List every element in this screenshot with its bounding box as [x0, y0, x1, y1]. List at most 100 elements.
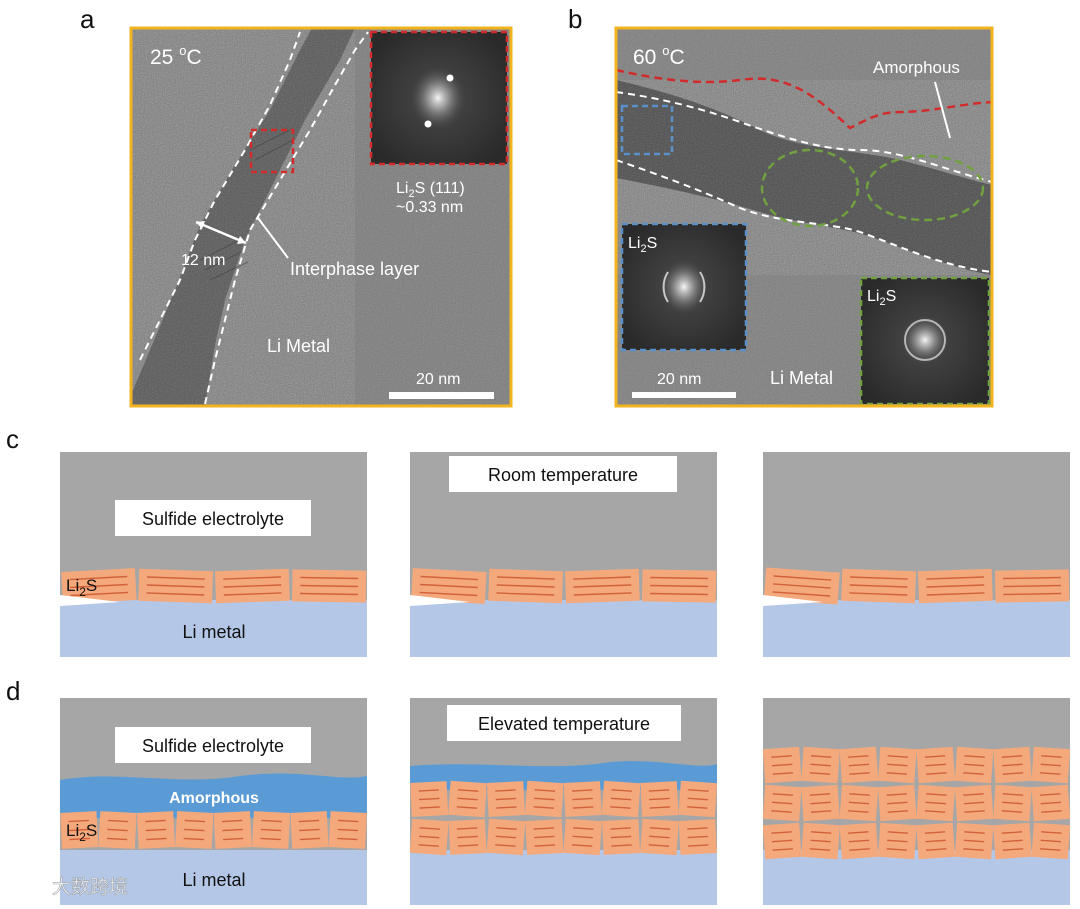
- void-gap: [410, 595, 470, 606]
- li2s-grain: [1031, 822, 1071, 860]
- panel-letter-c: c: [6, 424, 19, 454]
- fft-spacing-a: ~0.33 nm: [396, 199, 463, 216]
- li2s-grain: [409, 818, 449, 856]
- li2s-grain: [175, 811, 214, 849]
- li2s-grain: [251, 811, 291, 849]
- fft-region-box-blue: [620, 104, 674, 156]
- electrolyte-label-d: Sulfide electrolyte: [142, 736, 284, 756]
- li2s-grain: [214, 568, 290, 604]
- li2s-grain: [640, 818, 679, 856]
- li2s-grain: [993, 822, 1032, 860]
- condition-label-c: Room temperature: [488, 465, 638, 485]
- condition-label-box-d: [447, 705, 681, 741]
- li2s-grain: [994, 569, 1070, 603]
- li2s-grain: [916, 822, 956, 860]
- li2s-grain: [954, 822, 994, 860]
- tem-image-b: [616, 28, 992, 406]
- li-metal-layer: [60, 850, 367, 905]
- li2s-grain: [61, 568, 137, 604]
- li2s-grain: [448, 819, 487, 855]
- li2s-grain: [486, 818, 526, 856]
- li2s-grain: [486, 781, 525, 817]
- li-metal-layer: [763, 600, 1070, 657]
- li2s-grain: [290, 811, 329, 849]
- li2s-grain: [877, 822, 917, 860]
- crystal-boundary-bottom: [616, 159, 992, 273]
- thickness-label: 12 nm: [181, 252, 225, 269]
- inset-label-green: Li2S: [867, 288, 896, 308]
- li2s-grain: [839, 784, 879, 822]
- temperature-a: 25 oC: [150, 43, 202, 69]
- scale-bar-a: [389, 392, 494, 399]
- electrolyte-label-box-c: [115, 500, 311, 536]
- li-metal-layer: [410, 850, 717, 905]
- fft-region-box: [249, 128, 295, 174]
- li2s-grain: [640, 781, 679, 817]
- li2s-grain: [641, 569, 717, 603]
- li2s-grain: [877, 784, 917, 822]
- amorphous-boundary: [616, 68, 992, 130]
- li-metal-layer: [763, 850, 1070, 905]
- li2s-grain: [488, 568, 564, 604]
- metal-label-b: Li Metal: [770, 368, 833, 388]
- li2s-grain: [763, 567, 840, 605]
- li2s-grain: [328, 811, 367, 849]
- li2s-grain: [917, 568, 993, 604]
- scale-label-a: 20 nm: [416, 371, 460, 388]
- li2s-grain: [602, 819, 641, 855]
- li2s-grain: [841, 568, 917, 604]
- li2s-grain: [839, 822, 879, 860]
- li2s-grain: [60, 811, 99, 849]
- li2s-grain: [136, 811, 176, 849]
- amorphous-label-d: Amorphous: [169, 790, 259, 807]
- frame-b: [614, 26, 994, 408]
- crystal-region-1: [760, 148, 860, 228]
- panel-letter-a: a: [80, 4, 95, 34]
- inset-label-blue: Li2S: [628, 235, 657, 255]
- metal-label-a: Li Metal: [267, 336, 330, 356]
- amorphous-pointer: [934, 81, 951, 139]
- li-metal-layer: [410, 600, 717, 657]
- interphase-label: Interphase layer: [290, 259, 419, 279]
- li2s-grain: [411, 568, 487, 604]
- li2s-grain: [448, 780, 487, 818]
- scale-bar-b: [632, 392, 736, 398]
- li2s-grain: [138, 568, 214, 604]
- li-metal-layer: [60, 600, 367, 657]
- interphase-pointer: [257, 217, 289, 259]
- li2s-grain: [525, 819, 564, 855]
- interphase-boundary-right: [204, 31, 369, 405]
- crystal-boundary-top: [616, 91, 992, 183]
- panel-letter-b: b: [568, 4, 582, 34]
- li2s-grain: [801, 746, 840, 784]
- schematic-elevated-temperature: [60, 698, 1071, 905]
- li2s-grain: [410, 781, 449, 817]
- li2s-grain: [563, 781, 602, 817]
- amorphous-layer: [60, 773, 367, 818]
- watermark: 大数跨境: [12, 874, 128, 898]
- li2s-grain: [678, 819, 717, 855]
- li2s-grain: [877, 746, 917, 784]
- scale-label-b: 20 nm: [657, 371, 701, 388]
- condition-label-d: Elevated temperature: [478, 714, 650, 734]
- metal-label-c: Li metal: [182, 622, 245, 642]
- li2s-grain: [291, 569, 367, 603]
- metal-label-d: Li metal: [182, 870, 245, 890]
- li2s-grain: [762, 746, 802, 784]
- li2s-grain: [801, 822, 840, 860]
- tem-image-a: [131, 28, 511, 406]
- li2s-grain: [524, 780, 564, 818]
- amorphous-label-b: Amorphous: [873, 58, 960, 77]
- void-gap: [763, 595, 823, 606]
- li2s-grain: [954, 784, 994, 822]
- li2s-grain: [762, 822, 802, 860]
- li2s-grain: [916, 746, 956, 784]
- frame-a: [129, 26, 513, 408]
- li2s-grain: [213, 811, 252, 849]
- li2s-grain: [564, 568, 640, 604]
- li2s-grain: [954, 746, 994, 784]
- panel-letter-d: d: [6, 676, 20, 706]
- watermark-text: 大数跨境: [52, 876, 128, 898]
- fft-label-a: Li2S (111): [396, 180, 465, 200]
